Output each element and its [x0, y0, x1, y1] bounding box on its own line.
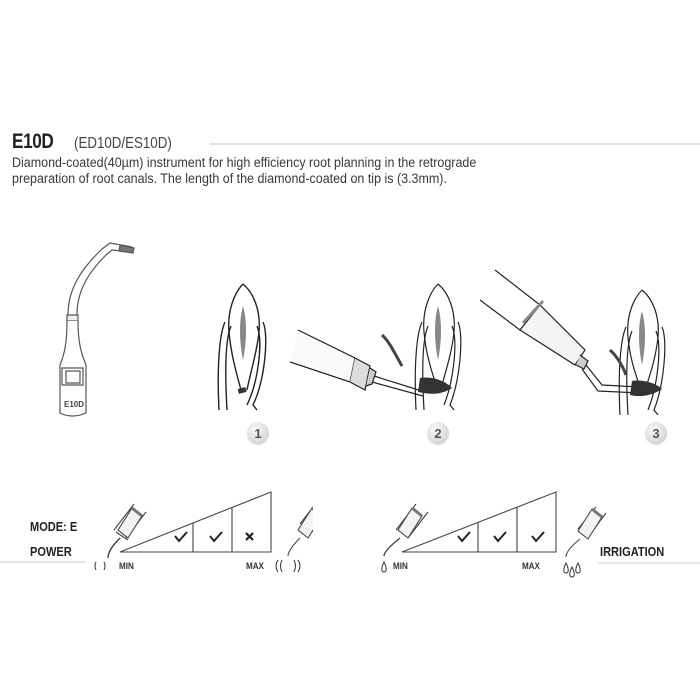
scaler-tip-illustration: E10D	[59, 242, 135, 417]
step-3-illustration	[480, 269, 666, 415]
mode-label: MODE: E	[30, 519, 78, 534]
power-level-3-cross-icon	[245, 532, 254, 541]
step-badge-3: 3	[645, 422, 667, 444]
product-description: Diamond-coated(40µm) instrument for high…	[12, 155, 619, 187]
model-variants: (ED10D/ES10D)	[74, 135, 172, 152]
max-power-handpiece-icon	[275, 506, 313, 573]
irrigation-min-label: MIN	[393, 561, 408, 572]
tip-engraving: E10D	[64, 400, 84, 409]
irrigation-gauge	[381, 491, 557, 573]
irrigation-label: IRRIGATION	[600, 544, 665, 559]
step-1-illustration	[217, 283, 267, 411]
description-line-2: preparation of root canals. The length o…	[12, 171, 447, 187]
irrigation-max-label: MAX	[522, 561, 540, 572]
step-2-illustration	[290, 283, 462, 411]
power-level-1-check-icon	[174, 531, 188, 543]
power-max-label: MAX	[246, 561, 264, 572]
power-gauge	[94, 491, 313, 573]
high-flow-handpiece-icon	[563, 506, 607, 578]
irrigation-divider	[598, 562, 700, 564]
model-name: E10D	[12, 130, 54, 153]
low-flow-drop-icon	[381, 560, 387, 573]
irrigation-level-2-check-icon	[493, 531, 507, 543]
power-min-label: MIN	[119, 561, 134, 572]
irrigation-level-3-check-icon	[531, 531, 545, 543]
step-badge-1: 1	[247, 422, 269, 444]
title-divider	[210, 143, 700, 145]
power-label: POWER	[30, 544, 72, 559]
description-line-1: Diamond-coated(40µm) instrument for high…	[12, 155, 477, 171]
irrigation-level-1-check-icon	[457, 531, 471, 543]
power-level-2-check-icon	[209, 531, 223, 543]
power-divider	[0, 561, 86, 563]
step-badge-2: 2	[427, 422, 449, 444]
product-title: E10D (ED10D/ES10D)	[12, 130, 188, 154]
